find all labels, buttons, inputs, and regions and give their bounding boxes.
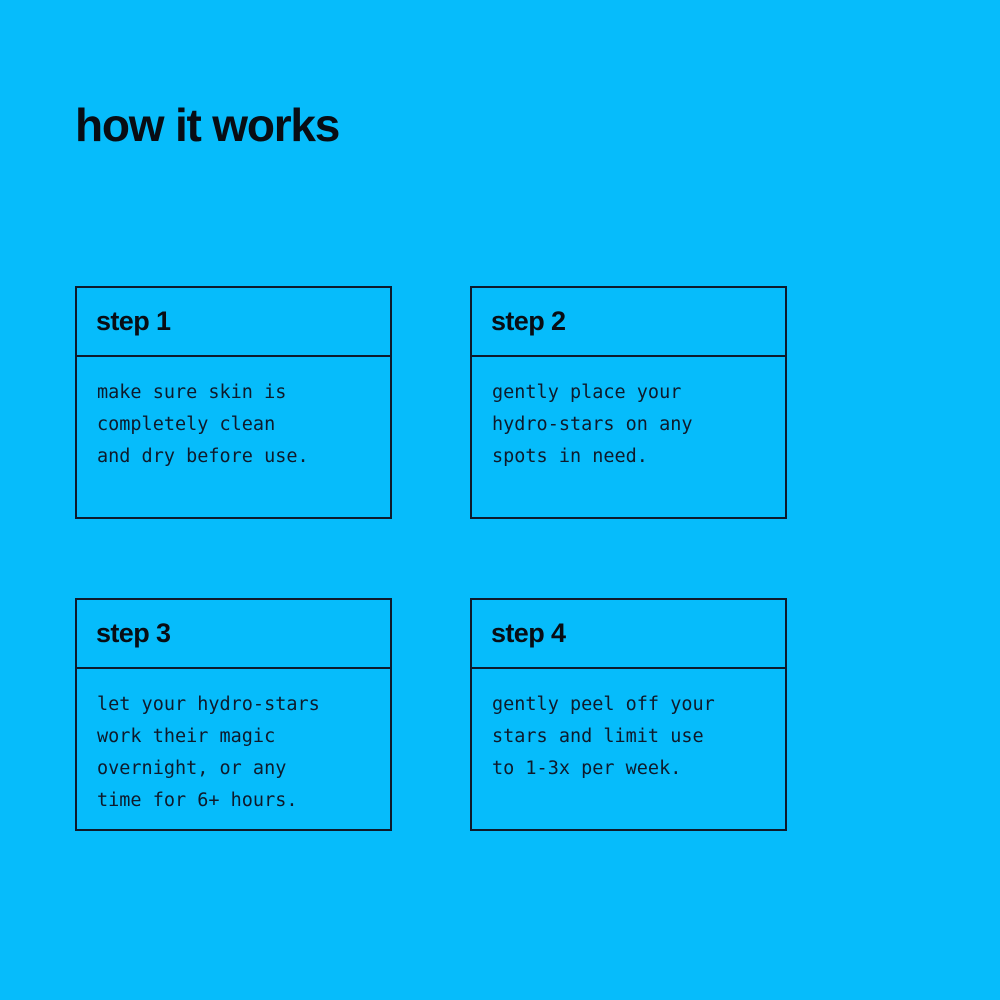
page-title: how it works (75, 99, 340, 151)
step-card-2: step 2 gently place your hydro-stars on … (470, 286, 787, 519)
step-card-3: step 3 let your hydro-stars work their m… (75, 598, 392, 831)
step-card-header-4: step 4 (472, 600, 785, 669)
step-card-body-1: make sure skin is completely clean and d… (77, 357, 390, 517)
step-card-header-1: step 1 (77, 288, 390, 357)
step-card-title-1: step 1 (96, 306, 171, 336)
step-card-header-2: step 2 (472, 288, 785, 357)
step-card-body-3: let your hydro-stars work their magic ov… (77, 669, 390, 829)
step-card-body-4: gently peel off your stars and limit use… (472, 669, 785, 829)
steps-grid: step 1 make sure skin is completely clea… (75, 286, 787, 831)
step-card-text-2: gently place your hydro-stars on any spo… (492, 382, 693, 467)
step-card-text-3: let your hydro-stars work their magic ov… (97, 694, 320, 811)
step-card-1: step 1 make sure skin is completely clea… (75, 286, 392, 519)
step-card-text-4: gently peel off your stars and limit use… (492, 694, 715, 779)
step-card-title-4: step 4 (491, 618, 566, 648)
step-card-4: step 4 gently peel off your stars and li… (470, 598, 787, 831)
step-card-body-2: gently place your hydro-stars on any spo… (472, 357, 785, 517)
step-card-title-2: step 2 (491, 306, 566, 336)
step-card-header-3: step 3 (77, 600, 390, 669)
step-card-title-3: step 3 (96, 618, 171, 648)
step-card-text-1: make sure skin is completely clean and d… (97, 382, 309, 467)
